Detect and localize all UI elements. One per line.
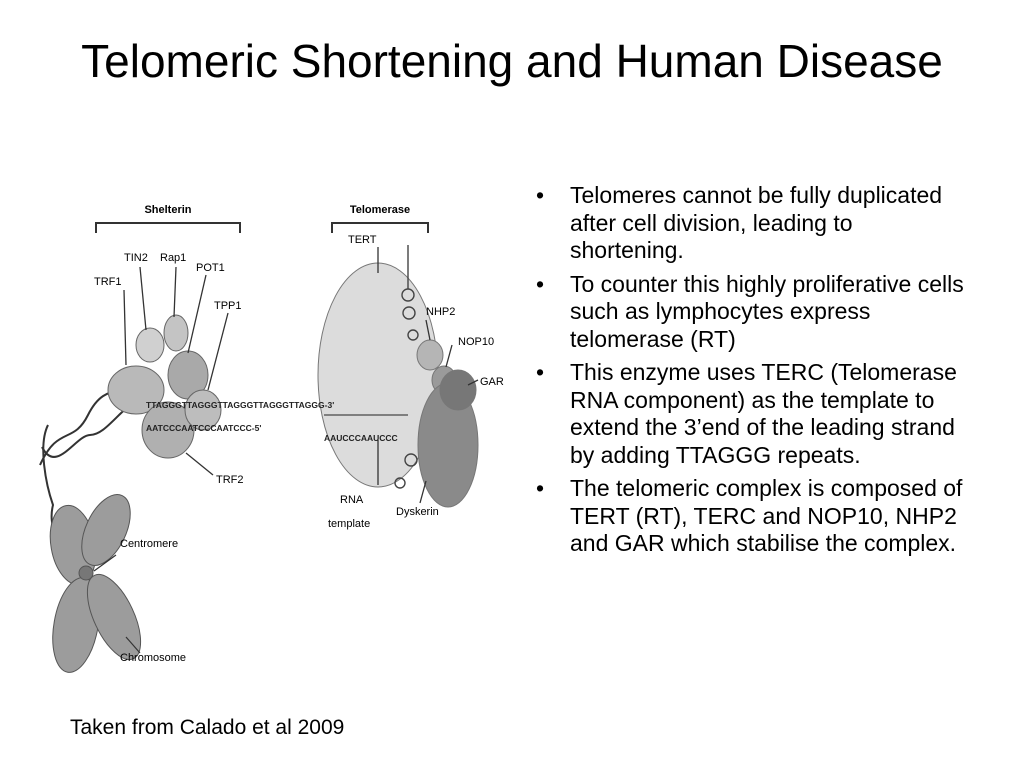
shelterin-complex — [107, 314, 222, 459]
bullet-text: To counter this highly proliferative cel… — [570, 270, 964, 352]
dyskerin-label: Dyskerin — [396, 506, 439, 518]
figure-caption: Taken from Calado et al 2009 — [70, 716, 345, 739]
tpp1-protein — [184, 389, 222, 431]
gar-protein — [439, 369, 477, 411]
slide-title: Telomeric Shortening and Human Disease — [81, 35, 943, 87]
chromosome-leaders — [93, 554, 141, 654]
chromosome-labels: Centromere Chromosome — [120, 538, 186, 664]
bullet-text: Telomeres cannot be fully duplicated aft… — [570, 182, 943, 263]
chromosome-label: Chromosome — [120, 652, 186, 664]
bullet-glyph: • — [535, 270, 545, 297]
bullet-item: • Telomeres cannot be fully duplicated af… — [530, 182, 970, 265]
telomerase-labels: TERT NHP2 NOP10 GAR RNA template Dyskeri… — [328, 234, 504, 530]
shelterin-bracket: Shelterin — [95, 204, 241, 233]
telomerase-bracket: Telomerase — [331, 204, 429, 233]
bullet-glyph: • — [535, 182, 545, 208]
bullet-glyph: • — [535, 359, 545, 385]
bullet-item: • To counter this highly proliferative ce… — [530, 271, 970, 354]
bullet-text: The telomeric complex is composed of TER… — [570, 475, 963, 556]
trf2-label: TRF2 — [216, 474, 244, 486]
rna-template-label-2: template — [328, 518, 370, 530]
shelterin-labels: TRF1 TIN2 Rap1 POT1 TPP1 TRF2 — [94, 252, 244, 486]
sequence-strands: TTAGGGTTAGGGTTAGGGTTAGGGTTAGGG-3' AATCCC… — [146, 400, 408, 443]
bullet-item: • The telomeric complex is composed of TE… — [530, 475, 970, 558]
tin2-label: TIN2 — [124, 252, 148, 264]
shelterin-leaders — [123, 266, 229, 476]
rna-template-label-1: RNA — [340, 494, 364, 506]
trf1-label: TRF1 — [94, 276, 122, 288]
telomere-figure: Shelterin Telomerase — [28, 185, 508, 685]
rap1-label: Rap1 — [160, 252, 186, 264]
tin2-protein — [135, 327, 165, 363]
telomerase-complex — [317, 262, 479, 508]
bottom-strand-sequence: AATCCCAATCCCAATCCC-5' — [146, 423, 261, 433]
nop10-label: NOP10 — [458, 336, 494, 348]
telomere-diagram: Shelterin Telomerase — [39, 204, 504, 673]
shelterin-label: Shelterin — [144, 204, 191, 216]
trf1-protein — [107, 365, 165, 415]
telomerase-leaders — [377, 247, 479, 504]
centromere-label: Centromere — [120, 538, 178, 550]
rna-loops — [394, 245, 419, 489]
tpp1-label: TPP1 — [214, 300, 242, 312]
tert-label: TERT — [348, 234, 377, 246]
bullet-text: This enzyme uses TERC (Telomerase RNA co… — [570, 359, 957, 468]
nhp2-protein — [416, 339, 444, 371]
pot1-label: POT1 — [196, 262, 225, 274]
bullet-list: • Telomeres cannot be fully duplicated af… — [530, 182, 970, 564]
gar-label: GAR — [480, 376, 504, 388]
rap1-protein — [163, 314, 189, 352]
bullet-item: • This enzyme uses TERC (Telomerase RNA c… — [530, 359, 970, 469]
template-sequence: AAUCCCAAUCCC — [324, 433, 398, 443]
trf2-protein — [141, 401, 195, 459]
bullet-glyph: • — [535, 475, 545, 501]
telomerase-label: Telomerase — [350, 204, 410, 216]
top-strand-sequence: TTAGGGTTAGGGTTAGGGTTAGGGTTAGGG-3' — [146, 400, 334, 410]
nhp2-label: NHP2 — [426, 306, 455, 318]
